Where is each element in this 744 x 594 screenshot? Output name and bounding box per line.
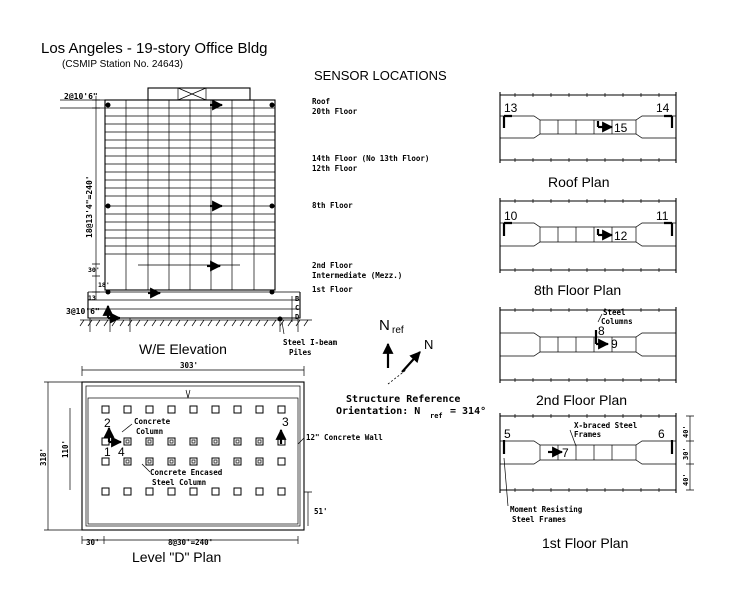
sensor-6: 6 (658, 427, 665, 441)
eighth-floor-caption: 8th Floor Plan (534, 282, 621, 298)
dim-318: 318' (39, 448, 48, 466)
first-floor-plan: X-braced Steel Frames 5 6 7 40' 30' 40' … (499, 413, 694, 551)
sensor-4: 4 (118, 445, 125, 459)
dim-110: 110' (61, 440, 70, 458)
roof-plan-caption: Roof Plan (548, 174, 609, 190)
label-piles-2: Piles (289, 348, 312, 357)
n-ref-subscript: ref (392, 325, 404, 336)
dim-mezz: 30' (88, 266, 100, 274)
label-moment-2: Steel Frames (512, 515, 566, 524)
sensor-9: 9 (611, 337, 618, 351)
sensor-13: 13 (504, 101, 518, 115)
dim-basement-mark: 13 (88, 294, 96, 302)
elevation-view: 2@10'6" 18@13'4"=240' 30' 18' 13 3@10'6"… (60, 87, 429, 357)
n-ref-letter: N (379, 317, 390, 334)
eighth-floor-plan: 10 11 12 8th Floor Plan (499, 198, 677, 298)
sensor-12: 12 (614, 229, 628, 243)
label-level-c: C (295, 304, 299, 312)
sensor-3: 3 (282, 415, 289, 429)
elevation-sensor-dots (105, 102, 283, 322)
level-d-plan: 303' 318' 110' 51' 30' 8@30'=240' 2 1 4 … (39, 361, 383, 565)
sensor-2: 2 (104, 416, 111, 430)
sensor-locations-heading: SENSOR LOCATIONS (314, 68, 447, 83)
dim-top-floors: 2@10'6" (64, 92, 98, 101)
dim-first: 18' (98, 281, 110, 289)
dim-30-bottom: 30' (86, 538, 100, 547)
structure-ref-line2: Orientation: N (336, 405, 420, 417)
diagram-subtitle: (CSMIP Station No. 24643) (62, 59, 183, 70)
label-20th-floor: 20th Floor (312, 107, 358, 116)
sensor-15: 15 (614, 121, 628, 135)
label-12th-floor: 12th Floor (312, 164, 358, 173)
label-column: Column (136, 427, 163, 436)
label-2nd-floor: 2nd Floor (312, 261, 353, 270)
sensor-11: 11 (656, 209, 669, 223)
label-8th-floor: 8th Floor (312, 201, 353, 210)
label-level-d: D (295, 313, 299, 321)
label-roof: Roof (312, 97, 330, 106)
sensor-10: 10 (504, 209, 518, 223)
dim-40-top: 40' (682, 425, 690, 438)
label-encased-2: Steel Column (152, 478, 206, 487)
structure-ref-line1: Structure Reference (346, 394, 460, 405)
column-grid (101, 405, 286, 496)
dim-basement: 3@10'6" (66, 307, 100, 316)
level-d-caption: Level "D" Plan (132, 549, 221, 565)
roof-plan: 13 14 15 Roof Plan (499, 92, 677, 190)
label-moment-1: Moment Resisting (510, 505, 583, 514)
elevation-caption: W/E Elevation (139, 341, 227, 357)
elevation-sensor-arrows (102, 99, 224, 324)
label-level-b: B (295, 295, 299, 303)
first-floor-caption: 1st Floor Plan (542, 535, 628, 551)
dim-30-mid: 30' (682, 447, 690, 460)
label-encased-1: Concrete Encased (150, 468, 222, 477)
sensor-1: 1 (104, 445, 111, 459)
label-frames: Frames (574, 430, 601, 439)
penthouse-brace (177, 87, 207, 101)
label-1st-floor: 1st Floor (312, 285, 353, 294)
structure-ref-sub: ref (430, 412, 443, 420)
label-xbraced: X-braced Steel (574, 421, 637, 430)
label-columns: Columns (601, 317, 633, 326)
label-mezz: Intermediate (Mezz.) (312, 271, 402, 280)
dim-40-bottom: 40' (682, 473, 690, 486)
north-indicator: N ref N Structure Reference Orientation:… (336, 317, 486, 420)
penthouse (147, 87, 251, 101)
sensor-14: 14 (656, 101, 670, 115)
second-floor-caption: 2nd Floor Plan (536, 392, 627, 408)
label-steel: Steel (603, 308, 626, 317)
diagram-title: Los Angeles - 19-story Office Bldg (41, 40, 268, 57)
outer-wall (81, 381, 305, 531)
sensor-8: 8 (598, 324, 605, 338)
n-letter: N (424, 337, 433, 352)
label-concrete: Concrete (134, 417, 171, 426)
sensor-7: 7 (562, 446, 569, 460)
label-14th-floor: 14th Floor (No 13th Floor) (312, 154, 429, 163)
label-concrete-wall: 12" Concrete Wall (306, 433, 383, 442)
second-floor-plan: Steel Columns 8 9 2nd Floor Plan (499, 307, 677, 408)
dim-303: 303' (180, 361, 198, 370)
dim-51: 51' (314, 507, 328, 516)
label-piles-1: Steel I-beam (283, 338, 338, 347)
structure-ref-value: = 314° (450, 406, 486, 417)
dim-typical-floors: 18@13'4"=240' (85, 175, 94, 238)
sensor-5: 5 (504, 427, 511, 441)
dim-8at30: 8@30'=240' (168, 538, 213, 547)
